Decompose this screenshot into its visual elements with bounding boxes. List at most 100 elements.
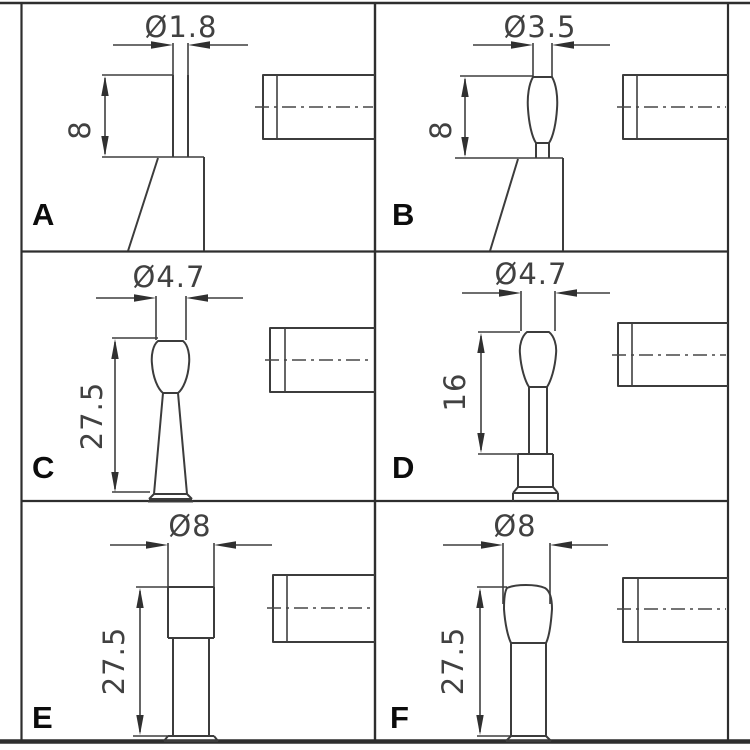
panel-b: Ø3.5 8 B (392, 10, 728, 252)
diameter-dimension-label: Ø3.5 (504, 10, 577, 44)
arrowhead (111, 472, 119, 492)
arrowhead (134, 294, 156, 302)
extension-line (502, 543, 551, 604)
probe-base (505, 735, 552, 742)
arrowhead (499, 289, 521, 297)
arrowhead (111, 339, 119, 359)
panel-letter: F (390, 700, 409, 735)
height-dimension-label: 27.5 (97, 627, 131, 696)
panel-letter: D (392, 450, 414, 485)
extension-line (155, 296, 187, 340)
probe-base (163, 735, 219, 742)
arrowhead (552, 41, 574, 49)
extension-line (133, 586, 168, 737)
probe-outline (503, 584, 553, 742)
height-dimension: 27.5 (75, 337, 158, 493)
probe-stem (528, 387, 548, 454)
probe-body (127, 157, 205, 252)
height-dimension: 27.5 (97, 586, 168, 737)
arrowhead (477, 333, 485, 353)
probe-head (167, 586, 215, 639)
arrowhead (476, 715, 484, 735)
panel-letter: B (392, 197, 414, 232)
arrowhead (477, 433, 485, 453)
arrowhead (188, 41, 210, 49)
diameter-dimension (110, 541, 272, 587)
extension-line (520, 291, 556, 331)
diameter-dimension-label: Ø4.7 (133, 260, 206, 294)
extension-line (172, 43, 189, 75)
arrowhead (550, 541, 572, 549)
spindle-side-view (617, 577, 728, 643)
diameter-dimension (113, 41, 248, 75)
arrowhead (555, 289, 577, 297)
diameter-dimension-label: Ø1.8 (145, 10, 218, 44)
height-dimension: 16 (438, 331, 520, 455)
probe-tip (526, 76, 559, 144)
spindle-side-view (265, 327, 375, 393)
diameter-dimension (96, 294, 243, 340)
probe-outline (163, 586, 219, 742)
height-dimension: 27.5 (436, 586, 511, 737)
probe-stem (172, 638, 210, 736)
arrowhead (214, 541, 236, 549)
diameter-dimension (462, 289, 610, 331)
probe-tip (518, 331, 558, 388)
spindle-side-view (255, 74, 375, 140)
panel-a: Ø1.8 8 A (32, 10, 375, 252)
arrowhead (481, 541, 503, 549)
extension-line (455, 75, 563, 159)
extension-line (477, 586, 511, 737)
probe-stem (510, 643, 547, 736)
arrowhead (146, 541, 168, 549)
extension-line (478, 331, 520, 455)
probe-neck (535, 143, 550, 158)
diameter-dimension (473, 41, 610, 77)
arrowhead (101, 76, 109, 96)
probe-head (503, 584, 553, 644)
extension-line (167, 543, 215, 587)
height-dimension-label: 27.5 (436, 627, 470, 696)
probe-tip (172, 75, 189, 157)
probe-base (148, 493, 193, 503)
panel-letter: A (32, 197, 54, 232)
probe-cone (153, 392, 188, 495)
arrowhead (136, 715, 144, 735)
diameter-dimension-label: Ø8 (168, 509, 211, 543)
spindle-side-view (612, 322, 728, 387)
probe-outline (512, 331, 559, 501)
panel-f: Ø8 27.5 F (390, 509, 728, 742)
diameter-dimension (443, 541, 608, 604)
probe-outline (127, 75, 205, 252)
spindle-side-view (267, 574, 375, 643)
panel-letter: E (32, 700, 53, 735)
arrowhead (101, 136, 109, 156)
panel-e: Ø8 27.5 E (32, 509, 375, 742)
height-dimension-label: 27.5 (75, 382, 109, 451)
probe-outline (489, 76, 564, 252)
panel-letter: C (32, 450, 54, 485)
probe-tip (150, 340, 191, 394)
height-dimension-label: 16 (438, 373, 472, 412)
height-dimension-label: 8 (63, 120, 97, 139)
probe-base (512, 453, 559, 501)
extension-line (532, 43, 553, 77)
extension-line (112, 337, 158, 493)
probe-body (489, 158, 564, 252)
panel-d: Ø4.7 16 D (392, 257, 728, 501)
height-dimension: 8 (424, 75, 563, 159)
spindle-side-view (617, 74, 728, 140)
arrowhead (461, 137, 469, 157)
arrowhead (511, 41, 533, 49)
height-dimension: 8 (63, 74, 204, 158)
diameter-dimension-label: Ø8 (493, 509, 536, 543)
panel-c: Ø4.7 27.5 C (32, 260, 375, 503)
diameter-dimension-label: Ø4.7 (495, 257, 568, 291)
arrowhead (136, 588, 144, 608)
arrowhead (461, 77, 469, 97)
arrowhead (151, 41, 173, 49)
spindle-outline (622, 577, 728, 643)
arrowhead (186, 294, 208, 302)
